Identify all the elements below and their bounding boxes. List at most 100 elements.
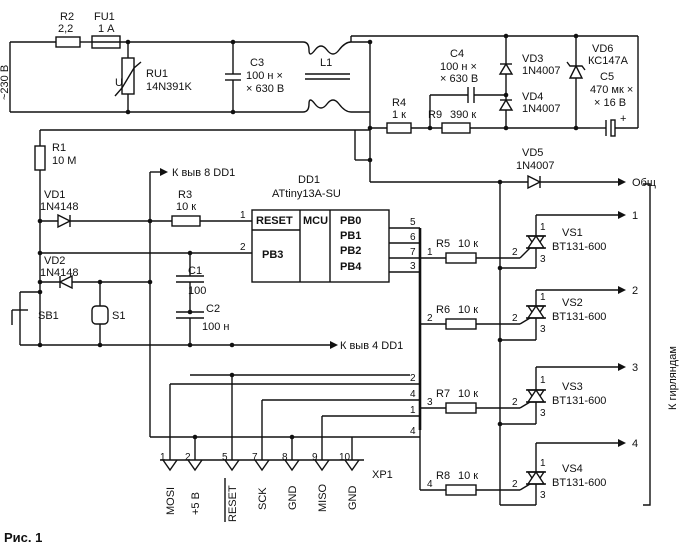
label-r3-ref: R3 xyxy=(178,189,192,201)
label-c4-val2: × 630 В xyxy=(440,73,478,85)
label-vs2-g: 2 xyxy=(512,313,518,324)
label-vs2-ref: VS2 xyxy=(562,297,583,309)
label-vd2-val: 1N4148 xyxy=(40,267,79,279)
label-c5-val1: 470 мк × xyxy=(590,84,633,96)
diode-vd4 xyxy=(498,98,514,111)
label-r5-val: 10 к xyxy=(458,238,478,250)
label-mains: ~230 В xyxy=(0,65,11,100)
label-vs1-ref: VS1 xyxy=(562,227,583,239)
garland-bracket xyxy=(643,183,651,506)
label-r4-val: 1 к xyxy=(392,109,406,121)
label-vd6-val: КС147А xyxy=(588,55,629,67)
label-c4-val1: 100 н × xyxy=(440,61,477,73)
label-busl-4b: 4 xyxy=(410,426,416,437)
resistor-r1 xyxy=(34,145,46,171)
label-pin-pb0: 5 xyxy=(410,217,416,228)
label-xp1-gnd2: GND xyxy=(347,486,359,511)
mcu-dd1 xyxy=(251,209,420,283)
label-fu1-val: 1 А xyxy=(98,23,115,35)
output-channels xyxy=(445,179,651,506)
label-r2-ref: R2 xyxy=(60,11,74,23)
label-c3-val2: × 630 В xyxy=(246,83,284,95)
label-r6-ref: R6 xyxy=(436,304,450,316)
label-r4-ref: R4 xyxy=(392,97,406,109)
resistor-r4 xyxy=(386,122,412,134)
resistor-r6 xyxy=(445,318,477,330)
label-xp1-miso: MISO xyxy=(317,483,329,512)
label-busl-4: 4 xyxy=(410,389,416,400)
label-c4-ref: C4 xyxy=(450,48,464,60)
label-dd1-ref: DD1 xyxy=(298,174,320,186)
label-xp1-pin9: 9 xyxy=(312,452,318,463)
diode-vd3 xyxy=(498,62,514,75)
label-pin-pb1: 6 xyxy=(410,232,416,243)
triac-vs3 xyxy=(500,363,626,425)
triac-vs1 xyxy=(500,211,626,269)
resistor-r5 xyxy=(445,252,477,264)
label-r7-val: 10 к xyxy=(458,388,478,400)
label-r9-ref: R9 xyxy=(428,109,442,121)
label-c3-val1: 100 н × xyxy=(246,70,283,82)
label-vd5-ref: VD5 xyxy=(522,147,543,159)
label-dd1-pb4: PB4 xyxy=(340,261,362,273)
label-out-4: 4 xyxy=(632,438,638,450)
label-xp1-ref: XP1 xyxy=(372,469,393,481)
label-pin-pb3: 2 xyxy=(240,242,246,253)
resistor-r2 xyxy=(55,36,81,48)
label-c1-val: 100 xyxy=(188,285,206,297)
label-vs1-val: BT131-600 xyxy=(552,241,606,253)
label-fu1-ref: FU1 xyxy=(94,11,115,23)
label-s1-ref: S1 xyxy=(112,310,125,322)
label-r1-ref: R1 xyxy=(52,142,66,154)
label-out-2: 2 xyxy=(632,285,638,297)
label-c5-ref: C5 xyxy=(600,71,614,83)
label-r9-val: 390 к xyxy=(450,109,476,121)
label-bus-2: 2 xyxy=(427,313,433,324)
label-vd3-ref: VD3 xyxy=(522,53,543,65)
diode-vd1 xyxy=(57,213,72,229)
label-vs4-val: BT131-600 xyxy=(552,477,606,489)
label-r2-val: 2,2 xyxy=(58,23,73,35)
label-pin-pb2: 7 xyxy=(410,247,416,258)
label-ru1-ref: RU1 xyxy=(146,68,168,80)
label-vs3-g: 2 xyxy=(512,397,518,408)
label-vs1-a1: 1 xyxy=(540,222,546,233)
label-dd1-pb1: PB1 xyxy=(340,230,361,242)
label-xp1-pin8: 8 xyxy=(282,452,288,463)
label-xp1-pin7: 7 xyxy=(252,452,258,463)
switch-s1 xyxy=(91,305,109,325)
input-section xyxy=(11,130,338,437)
label-vd1-ref: VD1 xyxy=(44,189,65,201)
resistor-r3 xyxy=(171,215,201,227)
label-pin-pb4: 3 xyxy=(410,261,416,272)
label-l1-ref: L1 xyxy=(320,57,332,69)
label-dd1-pb0: PB0 xyxy=(340,215,361,227)
label-c5-val2: × 16 В xyxy=(594,97,626,109)
choke-l1 xyxy=(302,41,352,55)
label-pin-reset: 1 xyxy=(240,210,246,221)
label-vd6-ref: VD6 xyxy=(592,43,613,55)
zener-vd6 xyxy=(568,64,584,79)
label-c1-ref: C1 xyxy=(188,265,202,277)
label-r8-ref: R8 xyxy=(436,470,450,482)
label-dd1-pb2: PB2 xyxy=(340,245,361,257)
label-vs4-a1: 1 xyxy=(540,458,546,469)
label-bus-4: 4 xyxy=(427,479,433,490)
label-vs4-g: 2 xyxy=(512,479,518,490)
label-c3-ref: C3 xyxy=(250,57,264,69)
label-xp1-sck: SCK xyxy=(257,487,269,510)
resistor-r8 xyxy=(445,484,477,496)
label-xp1-pin10: 10 xyxy=(339,452,351,463)
resistor-r9 xyxy=(441,122,471,134)
label-vd5-val: 1N4007 xyxy=(516,160,555,172)
label-c5-plus: + xyxy=(620,113,626,125)
label-ru1-sym: U xyxy=(115,77,123,89)
varistor-ru1 xyxy=(121,57,135,95)
triac-vs4 xyxy=(500,439,626,506)
label-vd2-ref: VD2 xyxy=(44,255,65,267)
label-dd1-part: ATtiny13A-SU xyxy=(272,188,341,200)
label-vs4-a2: 3 xyxy=(540,490,546,501)
label-ru1-val: 14N391K xyxy=(146,81,193,93)
label-vs1-g: 2 xyxy=(512,247,518,258)
label-dd1-mcu: MCU xyxy=(303,215,328,227)
